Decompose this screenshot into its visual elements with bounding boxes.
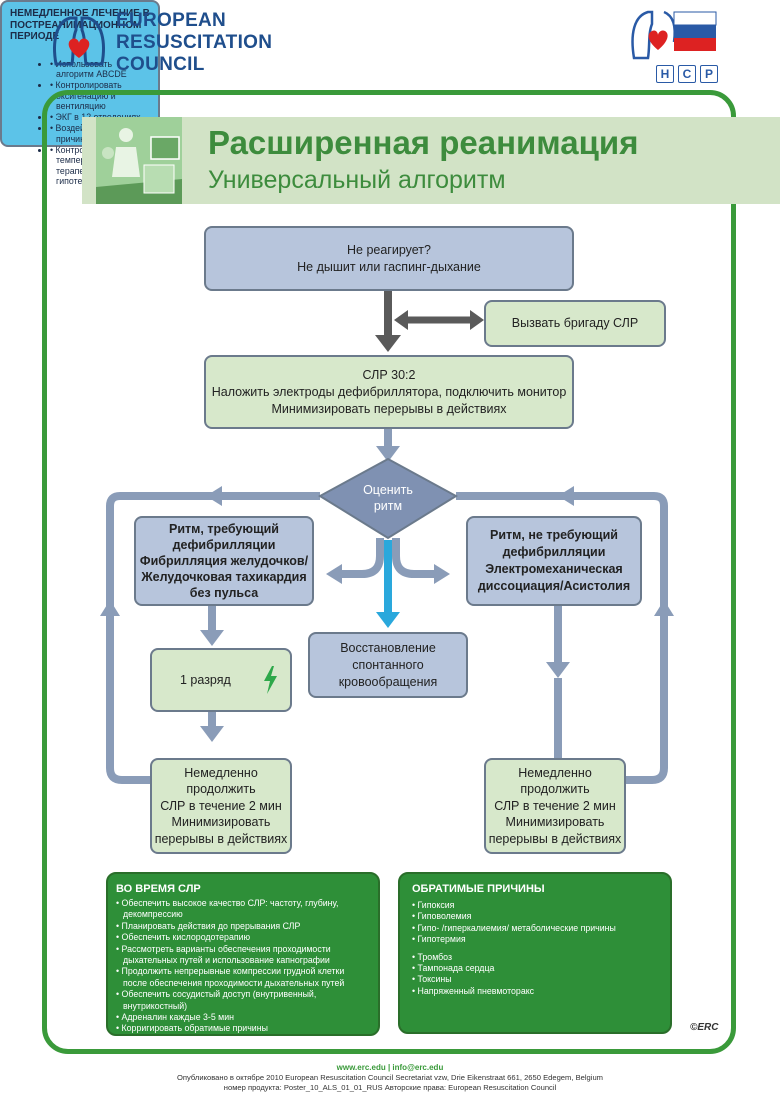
during-cpr-item: Обеспечить высокое качество СЛР: частоту…: [116, 898, 370, 921]
cpr-line3: Минимизировать перерывы в действиях: [271, 401, 507, 416]
during-cpr-item: Рассмотреть варианты обеспечения проходи…: [116, 944, 370, 967]
shockable-line3: Фибрилляция желудочков/: [139, 554, 309, 568]
cpr-box: СЛР 30:2 Наложить электроды дефибриллято…: [204, 355, 574, 429]
nonshockable-line3: Электромеханическая: [485, 562, 623, 576]
during-cpr-item: Адреналин каждые 3-5 мин: [116, 1012, 370, 1023]
nsr-letter-s: С: [678, 65, 696, 83]
post-resus-item: Контролировать оксигенацию и вентиляцию: [50, 80, 150, 112]
shock-label: 1 разряд: [180, 672, 231, 687]
org-name: EUROPEAN RESUSCITATION COUNCIL: [116, 10, 272, 76]
footer-publisher: Опубликовано в октябре 2010 European Res…: [176, 1073, 604, 1082]
nonshockable-line2: дефибрилляции: [502, 545, 606, 559]
page-title: Расширенная реанимация: [208, 124, 639, 161]
nonshockable-line1: Ритм, не требующий: [490, 528, 618, 542]
reversible-item: Токсины: [412, 974, 662, 985]
call-team-label: Вызвать бригаду СЛР: [511, 316, 639, 330]
org-name-line2: RESUSCITATION: [116, 32, 273, 53]
rosc-line3: кровообращения: [338, 674, 438, 689]
shockable-box: Ритм, требующий дефибрилляции Фибрилляци…: [134, 516, 314, 606]
reversible-item: Гиповолемия: [412, 911, 662, 922]
resume-left-line3: СЛР в течение 2 мин: [160, 798, 282, 813]
cpr-line1: СЛР 30:2: [362, 367, 416, 382]
post-resus-item: Использовать алгоритм ABCDE: [50, 59, 150, 80]
rosc-line2: спонтанного: [352, 657, 424, 672]
assess-line2: ритм: [373, 499, 403, 513]
assess-line1: Оценить: [363, 483, 413, 497]
nsr-letters: Н С Р: [656, 65, 718, 83]
assess-rhythm-diamond: Оценить ритм: [336, 482, 440, 514]
reversible-item: Гипотермия: [412, 934, 662, 945]
call-team-box: Вызвать бригаду СЛР: [484, 300, 666, 347]
page-subtitle: Универсальный алгоритм: [208, 166, 506, 194]
resume-right-line4: Минимизировать: [505, 815, 605, 830]
title-band: [82, 117, 780, 204]
shockable-line5: без пульса: [189, 586, 259, 600]
org-name-line1: EUROPEAN: [116, 10, 227, 31]
nsr-logo-icon: [631, 10, 717, 60]
shockable-line2: дефибрилляции: [172, 538, 276, 552]
reversible-causes-box: ОБРАТИМЫЕ ПРИЧИНЫ Гипоксия Гиповолемия Г…: [398, 872, 672, 1034]
rosc-box: Восстановление спонтанного кровообращени…: [308, 632, 468, 698]
reversible-item: Гипоксия: [412, 900, 662, 911]
poster-frame: [42, 90, 736, 1054]
resume-left-line2: продолжить: [186, 782, 256, 797]
shockable-line1: Ритм, требующий: [169, 522, 279, 536]
resume-right-line2: продолжить: [520, 782, 590, 797]
during-cpr-item: Продолжить непрерывные компрессии грудно…: [116, 966, 370, 989]
resume-right-line3: СЛР в течение 2 мин: [494, 798, 616, 813]
unresponsive-box: Не реагирует? Не дышит или гаспинг-дыхан…: [204, 226, 574, 291]
footer-web-link[interactable]: www.erc.edu | info@erc.edu: [336, 1063, 444, 1072]
during-cpr-item: Обеспечить сосудистый доступ (внутривенн…: [116, 989, 370, 1012]
unresponsive-line2: Не дышит или гаспинг-дыхание: [297, 259, 481, 274]
rosc-line1: Восстановление: [340, 640, 436, 655]
reversible-item: Тампонада сердца: [412, 963, 662, 974]
header-photo: [96, 117, 182, 204]
resume-right-line1: Немедленно: [518, 765, 592, 780]
nonshockable-line4: диссоциация/Асистолия: [477, 579, 631, 593]
resume-cpr-left-box: Немедленно продолжить СЛР в течение 2 ми…: [150, 758, 292, 854]
resume-left-line1: Немедленно: [184, 765, 258, 780]
during-cpr-box: ВО ВРЕМЯ СЛР Обеспечить высокое качество…: [106, 872, 380, 1036]
resume-left-line5: перерывы в действиях: [154, 831, 288, 846]
footer-product: номер продукта: Poster_10_ALS_01_01_RUS …: [223, 1083, 557, 1092]
shock-box: 1 разряд: [150, 648, 292, 712]
resume-cpr-right-box: Немедленно продолжить СЛР в течение 2 ми…: [484, 758, 626, 854]
nsr-letter-n: Н: [656, 65, 674, 83]
during-cpr-item: Корригировать обратимые причины: [116, 1023, 370, 1034]
cpr-line2: Наложить электроды дефибриллятора, подкл…: [211, 384, 567, 399]
erc-logo-icon: [53, 16, 105, 66]
shockable-line4: Желудочковая тахикардия: [141, 570, 307, 584]
nonshockable-box: Ритм, не требующий дефибрилляции Электро…: [466, 516, 642, 606]
reversible-item: Напряженный пневмоторакс: [412, 986, 662, 997]
resume-right-line5: перерывы в действиях: [488, 831, 622, 846]
reversible-heading: ОБРАТИМЫЕ ПРИЧИНЫ: [412, 883, 545, 895]
unresponsive-line1: Не реагирует?: [347, 242, 431, 257]
resume-left-line4: Минимизировать: [171, 815, 271, 830]
footer: www.erc.edu | info@erc.edu Опубликовано …: [0, 1063, 780, 1093]
lightning-icon: [263, 666, 277, 694]
reversible-item: Гипо- /гиперкалиемия/ метаболические при…: [412, 923, 662, 934]
during-cpr-item: Планировать действия до прерывания СЛР: [116, 921, 370, 932]
reversible-item: Тромбоз: [412, 952, 662, 963]
erc-signature: ©ERC: [690, 1022, 719, 1033]
during-cpr-item: Обеспечить кислородотерапию: [116, 932, 370, 943]
org-name-line3: COUNCIL: [116, 54, 205, 75]
nsr-letter-r: Р: [700, 65, 718, 83]
during-cpr-heading: ВО ВРЕМЯ СЛР: [116, 883, 201, 895]
